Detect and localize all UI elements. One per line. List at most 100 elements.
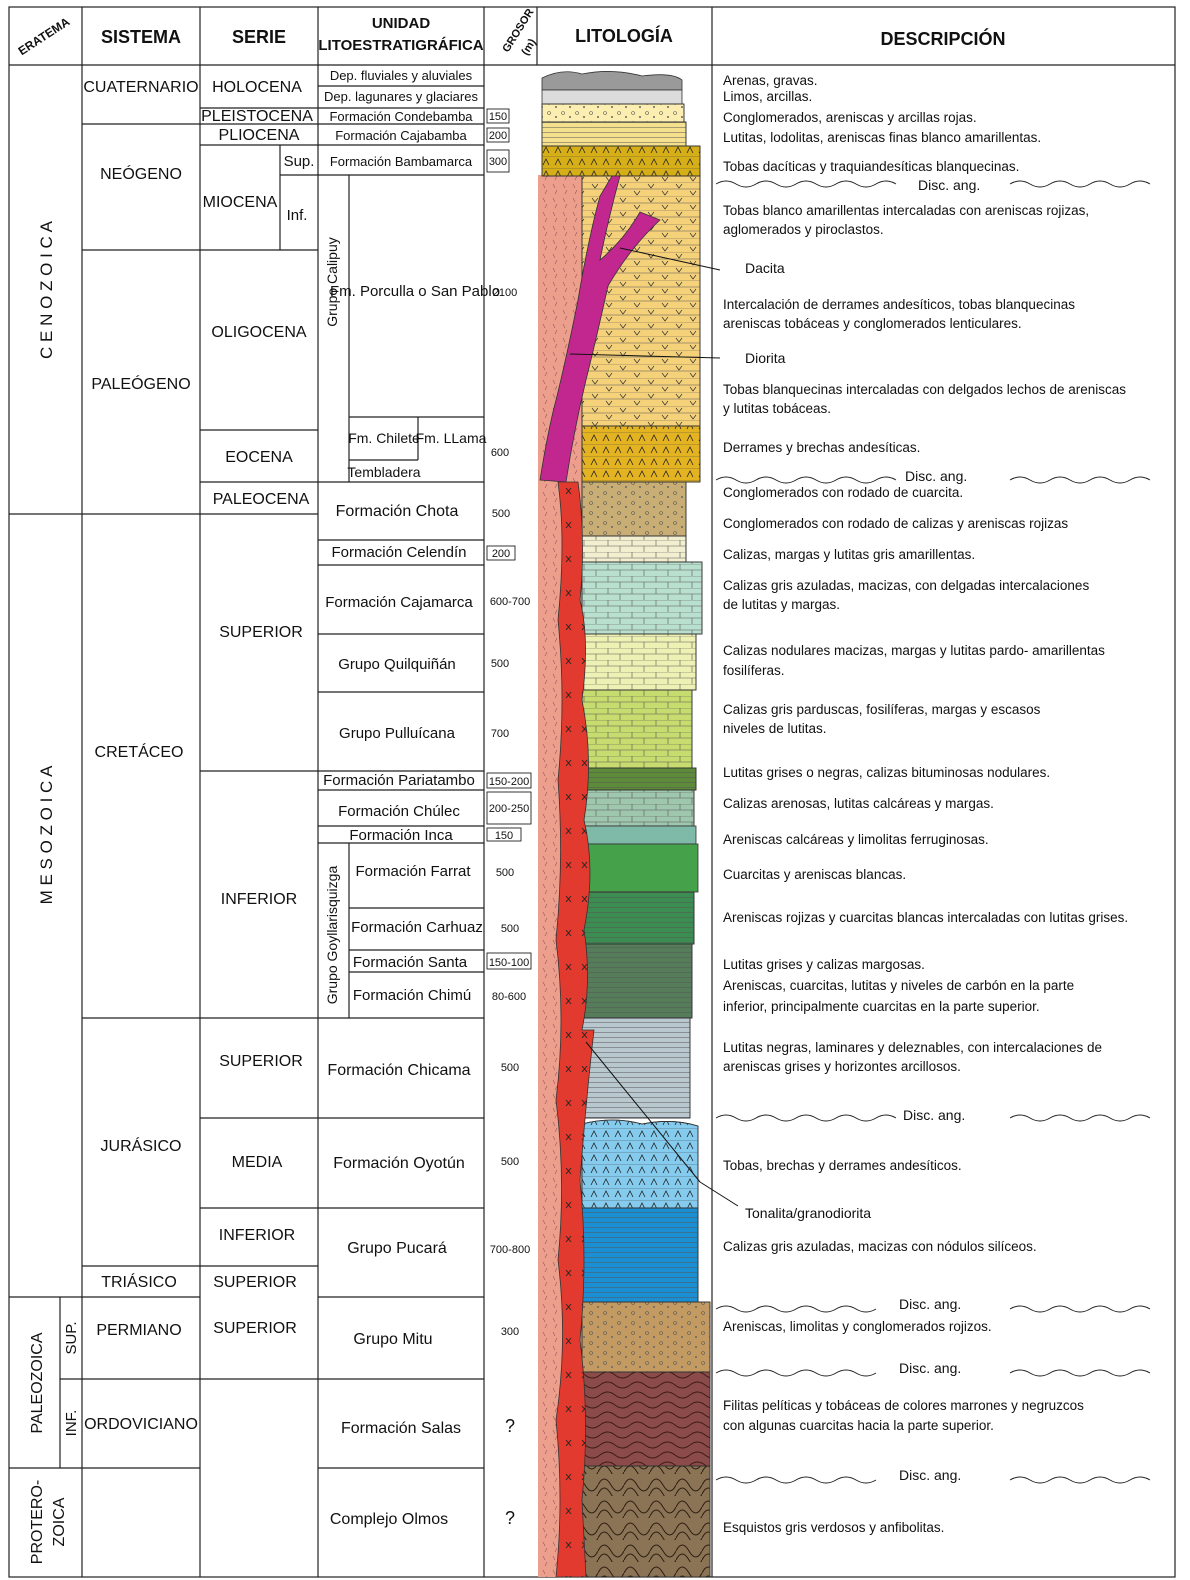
- label-dacita: Dacita: [745, 260, 785, 276]
- grupo-calipuy: Grupo Calipuy: [324, 237, 340, 327]
- serie-miocena: MIOCENA: [203, 194, 278, 211]
- serie-paleocena: PALEOCENA: [213, 491, 310, 508]
- unidad-santa: Formación Santa: [353, 954, 468, 971]
- desc-line: Tobas blanco amarillentas intercaladas c…: [723, 203, 1089, 218]
- desc-line: Areniscas, limolitas y conglomerados roj…: [723, 1319, 992, 1334]
- grosor-quilquinan: 500: [491, 658, 509, 670]
- grosor-pariatambo: 150-200: [489, 776, 529, 788]
- era-paleozoica: PALEOZOICA: [29, 1332, 46, 1433]
- unidad-olmos: Complejo Olmos: [330, 1511, 448, 1528]
- unidad-column: Grupo Calipuy Grupo Goyllarisquizga Dep.…: [323, 68, 500, 1528]
- desc-line: Tobas dacíticas y traquiandesíticas blan…: [723, 159, 1019, 174]
- serie-jurasico-superior: SUPERIOR: [219, 1053, 303, 1070]
- sistema-permiano: PERMIANO: [96, 1322, 181, 1339]
- desc-line: Calizas, margas y lutitas gris amarillen…: [723, 547, 975, 562]
- serie-cretaceo-inferior: INFERIOR: [221, 891, 297, 908]
- layer-lagunar: [542, 90, 682, 104]
- disc-label: Disc. ang.: [899, 1296, 961, 1312]
- layer-inca: [582, 826, 696, 844]
- serie-eocena: EOCENA: [225, 449, 293, 466]
- desc-line: Conglomerados con rodado de cuarcita.: [723, 485, 963, 500]
- disc-label: Disc. ang.: [905, 468, 967, 484]
- layer-fluvial: [542, 71, 682, 90]
- layer-farrat: [582, 844, 698, 892]
- sistema-triasico: TRIÁSICO: [101, 1272, 177, 1291]
- desc-line: Lutitas negras, laminares y deleznables,…: [723, 1040, 1102, 1055]
- unidad-carhuaz: Formación Carhuaz: [351, 919, 483, 936]
- serie-permiano-superior: SUPERIOR: [213, 1320, 297, 1337]
- desc-line: Calizas gris parduscas, fosilíferas, mar…: [723, 702, 1041, 717]
- grosor-farrat: 500: [496, 867, 514, 879]
- desc-line: Arenas, gravas.: [723, 73, 818, 88]
- header-unidad-1: UNIDAD: [372, 15, 430, 32]
- grosor-chimu: 80-600: [492, 991, 526, 1003]
- grosor-llama: 600: [491, 447, 509, 459]
- unidad-chilete: Fm. Chilete: [348, 430, 420, 446]
- unidad-chimu: Formación Chimú: [353, 987, 471, 1004]
- sistema-column: CUATERNARIO NEÓGENO PALEÓGENO CRETÁCEO J…: [83, 79, 198, 1433]
- grosor-chicama: 500: [501, 1062, 519, 1074]
- grosor-condebamba: 150: [489, 111, 507, 123]
- desc-line: con algunas cuarcitas hacia la parte sup…: [723, 1418, 994, 1433]
- sistema-jurasico: JURÁSICO: [101, 1136, 182, 1155]
- desc-line: fosilíferas.: [723, 663, 785, 678]
- sistema-cuaternario: CUATERNARIO: [83, 79, 198, 96]
- table-header: ERATEMA SISTEMA SERIE UNIDAD LITOESTRATI…: [16, 7, 1006, 58]
- grosor-inca: 150: [495, 830, 513, 842]
- desc-line: Calizas nodulares macizas, margas y luti…: [723, 643, 1105, 658]
- unidad-oyotun: Formación Oyotún: [333, 1155, 465, 1172]
- disc-label: Disc. ang.: [918, 177, 980, 193]
- grosor-salas: ?: [505, 1416, 515, 1436]
- label-diorita: Diorita: [745, 350, 786, 366]
- desc-line: Areniscas calcáreas y limolitas ferrugin…: [723, 832, 989, 847]
- desc-line: Areniscas, cuarcitas, lutitas y niveles …: [723, 978, 1074, 993]
- unidad-condebamba: Formación Condebamba: [329, 109, 473, 124]
- grosor-mitu: 300: [501, 1326, 519, 1338]
- serie-jurasico-media: MEDIA: [232, 1154, 283, 1171]
- grosor-santa: 150-100: [489, 957, 529, 969]
- unidad-pucara: Grupo Pucará: [347, 1240, 447, 1257]
- desc-line: Areniscas rojizas y cuarcitas blancas in…: [723, 910, 1128, 925]
- unidad-chota: Formación Chota: [336, 503, 459, 520]
- header-serie: SERIE: [232, 27, 286, 47]
- grosor-porculla: 2100: [493, 287, 517, 299]
- serie-pliocena: PLIOCENA: [219, 127, 300, 144]
- serie-pleistocena: PLEISTOCENA: [201, 108, 313, 125]
- sistema-neogeno: NEÓGENO: [100, 164, 182, 183]
- lithology-column: [538, 71, 738, 1577]
- sistema-cretaceo: CRETÁCEO: [95, 742, 184, 761]
- description-column: Arenas, gravas. Limos, arcillas. Conglom…: [723, 73, 1128, 1535]
- desc-line: y lutitas tobáceas.: [723, 401, 831, 416]
- header-unidad-2: LITOESTRATIGRÁFICA: [318, 37, 483, 54]
- disc-label: Disc. ang.: [899, 1360, 961, 1376]
- era-mesozoica: M E S O Z O I C A: [37, 765, 56, 905]
- grosor-olmos: ?: [505, 1508, 515, 1528]
- desc-line: Calizas arenosas, lutitas calcáreas y ma…: [723, 796, 994, 811]
- grosor-bambamarca: 300: [489, 156, 507, 168]
- serie-cretaceo-superior: SUPERIOR: [219, 624, 303, 641]
- serie-miocena-inf: Inf.: [287, 207, 308, 224]
- desc-line: Calizas gris azuladas, macizas, con delg…: [723, 578, 1089, 593]
- unidad-mitu: Grupo Mitu: [353, 1331, 432, 1348]
- disc-label: Disc. ang.: [903, 1107, 965, 1123]
- header-grosor-2: (m): [519, 36, 538, 57]
- grupo-goyllarisquizga: Grupo Goyllarisquizga: [324, 866, 340, 1005]
- grosor-chota: 500: [492, 508, 510, 520]
- disc-label: Disc. ang.: [899, 1467, 961, 1483]
- serie-column: HOLOCENA PLEISTOCENA PLIOCENA MIOCENA Su…: [201, 79, 314, 1337]
- desc-line: Tobas blanquecinas intercaladas con delg…: [723, 382, 1126, 397]
- unidad-llama: Fm. LLama: [416, 430, 487, 446]
- desc-line: Limos, arcillas.: [723, 89, 812, 104]
- desc-line: niveles de lutitas.: [723, 721, 827, 736]
- unidad-dep-fluviales: Dep. fluviales y aluviales: [330, 68, 473, 83]
- desc-line: Tobas, brechas y derrames andesíticos.: [723, 1158, 962, 1173]
- desc-line: Esquistos gris verdosos y anfibolitas.: [723, 1520, 944, 1535]
- unidad-farrat: Formación Farrat: [355, 863, 471, 880]
- desc-line: Conglomerados con rodado de calizas y ar…: [723, 516, 1068, 531]
- label-tonalita: Tonalita/granodiorita: [745, 1205, 871, 1221]
- grosor-carhuaz: 500: [501, 923, 519, 935]
- serie-oligocena: OLIGOCENA: [211, 324, 306, 341]
- unidad-salas: Formación Salas: [341, 1420, 461, 1437]
- desc-line: Filitas pelíticas y tobáceas de colores …: [723, 1398, 1084, 1413]
- header-descripcion: DESCRIPCIÓN: [880, 28, 1005, 49]
